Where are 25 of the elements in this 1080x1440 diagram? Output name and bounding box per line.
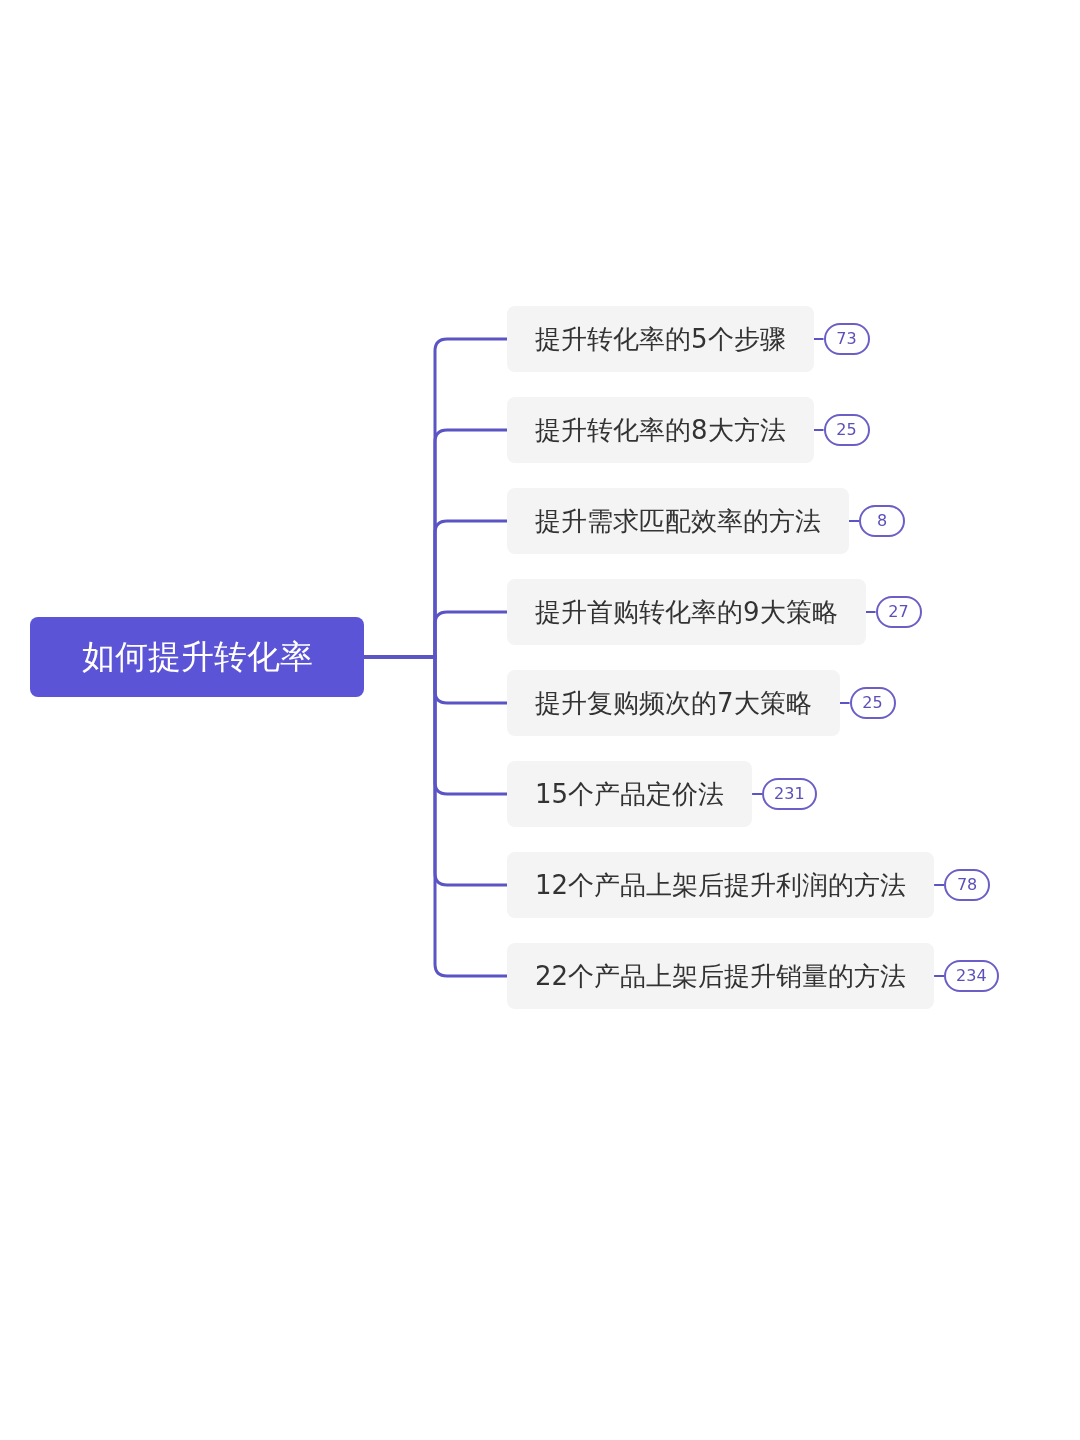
- subtopic-box: 12个产品上架后提升利润的方法: [507, 852, 935, 918]
- root-topic-box: 如何提升转化率: [30, 617, 364, 697]
- subtopic-box: 22个产品上架后提升销量的方法: [507, 943, 935, 1009]
- connector: [864, 611, 877, 613]
- connector: [848, 520, 860, 522]
- count-badge: 8: [859, 505, 905, 537]
- subtopic-box: 提升复购频次的7大策略: [507, 670, 840, 736]
- subtopic-box: 提升首购转化率的9大策略: [507, 579, 866, 645]
- connector: [933, 884, 946, 886]
- connector: [751, 793, 764, 795]
- subtopic-box: 提升转化率的5个步骤: [507, 306, 814, 372]
- count-badge: 73: [823, 323, 870, 355]
- connector: [838, 702, 851, 704]
- subtopic-box: 提升需求匹配效率的方法: [507, 488, 849, 554]
- connector: [933, 975, 946, 977]
- count-badge: 25: [823, 414, 870, 446]
- count-badge: 27: [875, 596, 922, 628]
- subtopic-box: 15个产品定价法: [507, 761, 753, 827]
- connector: [812, 338, 825, 340]
- count-badge: 234: [944, 960, 999, 992]
- count-badge: 25: [849, 687, 896, 719]
- count-badge: 78: [944, 869, 991, 901]
- subtopic-box: 提升转化率的8大方法: [507, 397, 814, 463]
- connector: [812, 429, 825, 431]
- count-badge: 231: [762, 778, 817, 810]
